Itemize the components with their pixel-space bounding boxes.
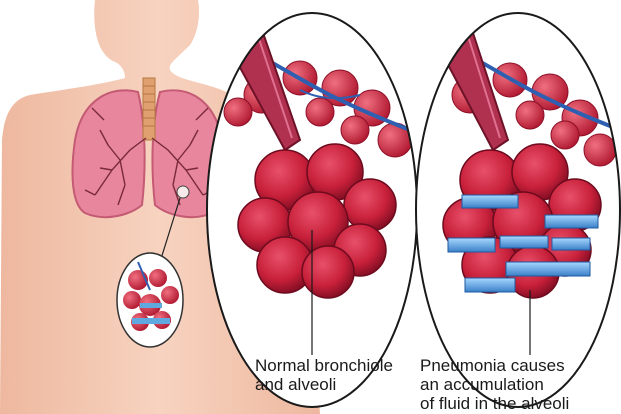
lung-marker [176,185,190,199]
pneumonia-alveoli-panel [415,12,621,408]
alveolar-sac-pneumonia [442,143,602,299]
trachea [142,77,156,141]
normal-caption: Normal bronchiole and alveoli [255,356,393,394]
pointer-line [159,197,181,263]
alveolar-sac-normal [237,143,397,299]
fluid-accumulation [447,194,599,293]
small-inset [116,252,184,348]
normal-alveoli-panel [206,12,418,408]
pneumonia-caption: Pneumonia causes an accumulation of flui… [420,356,570,413]
lungs [71,77,226,219]
bronchial-tree [84,107,214,206]
